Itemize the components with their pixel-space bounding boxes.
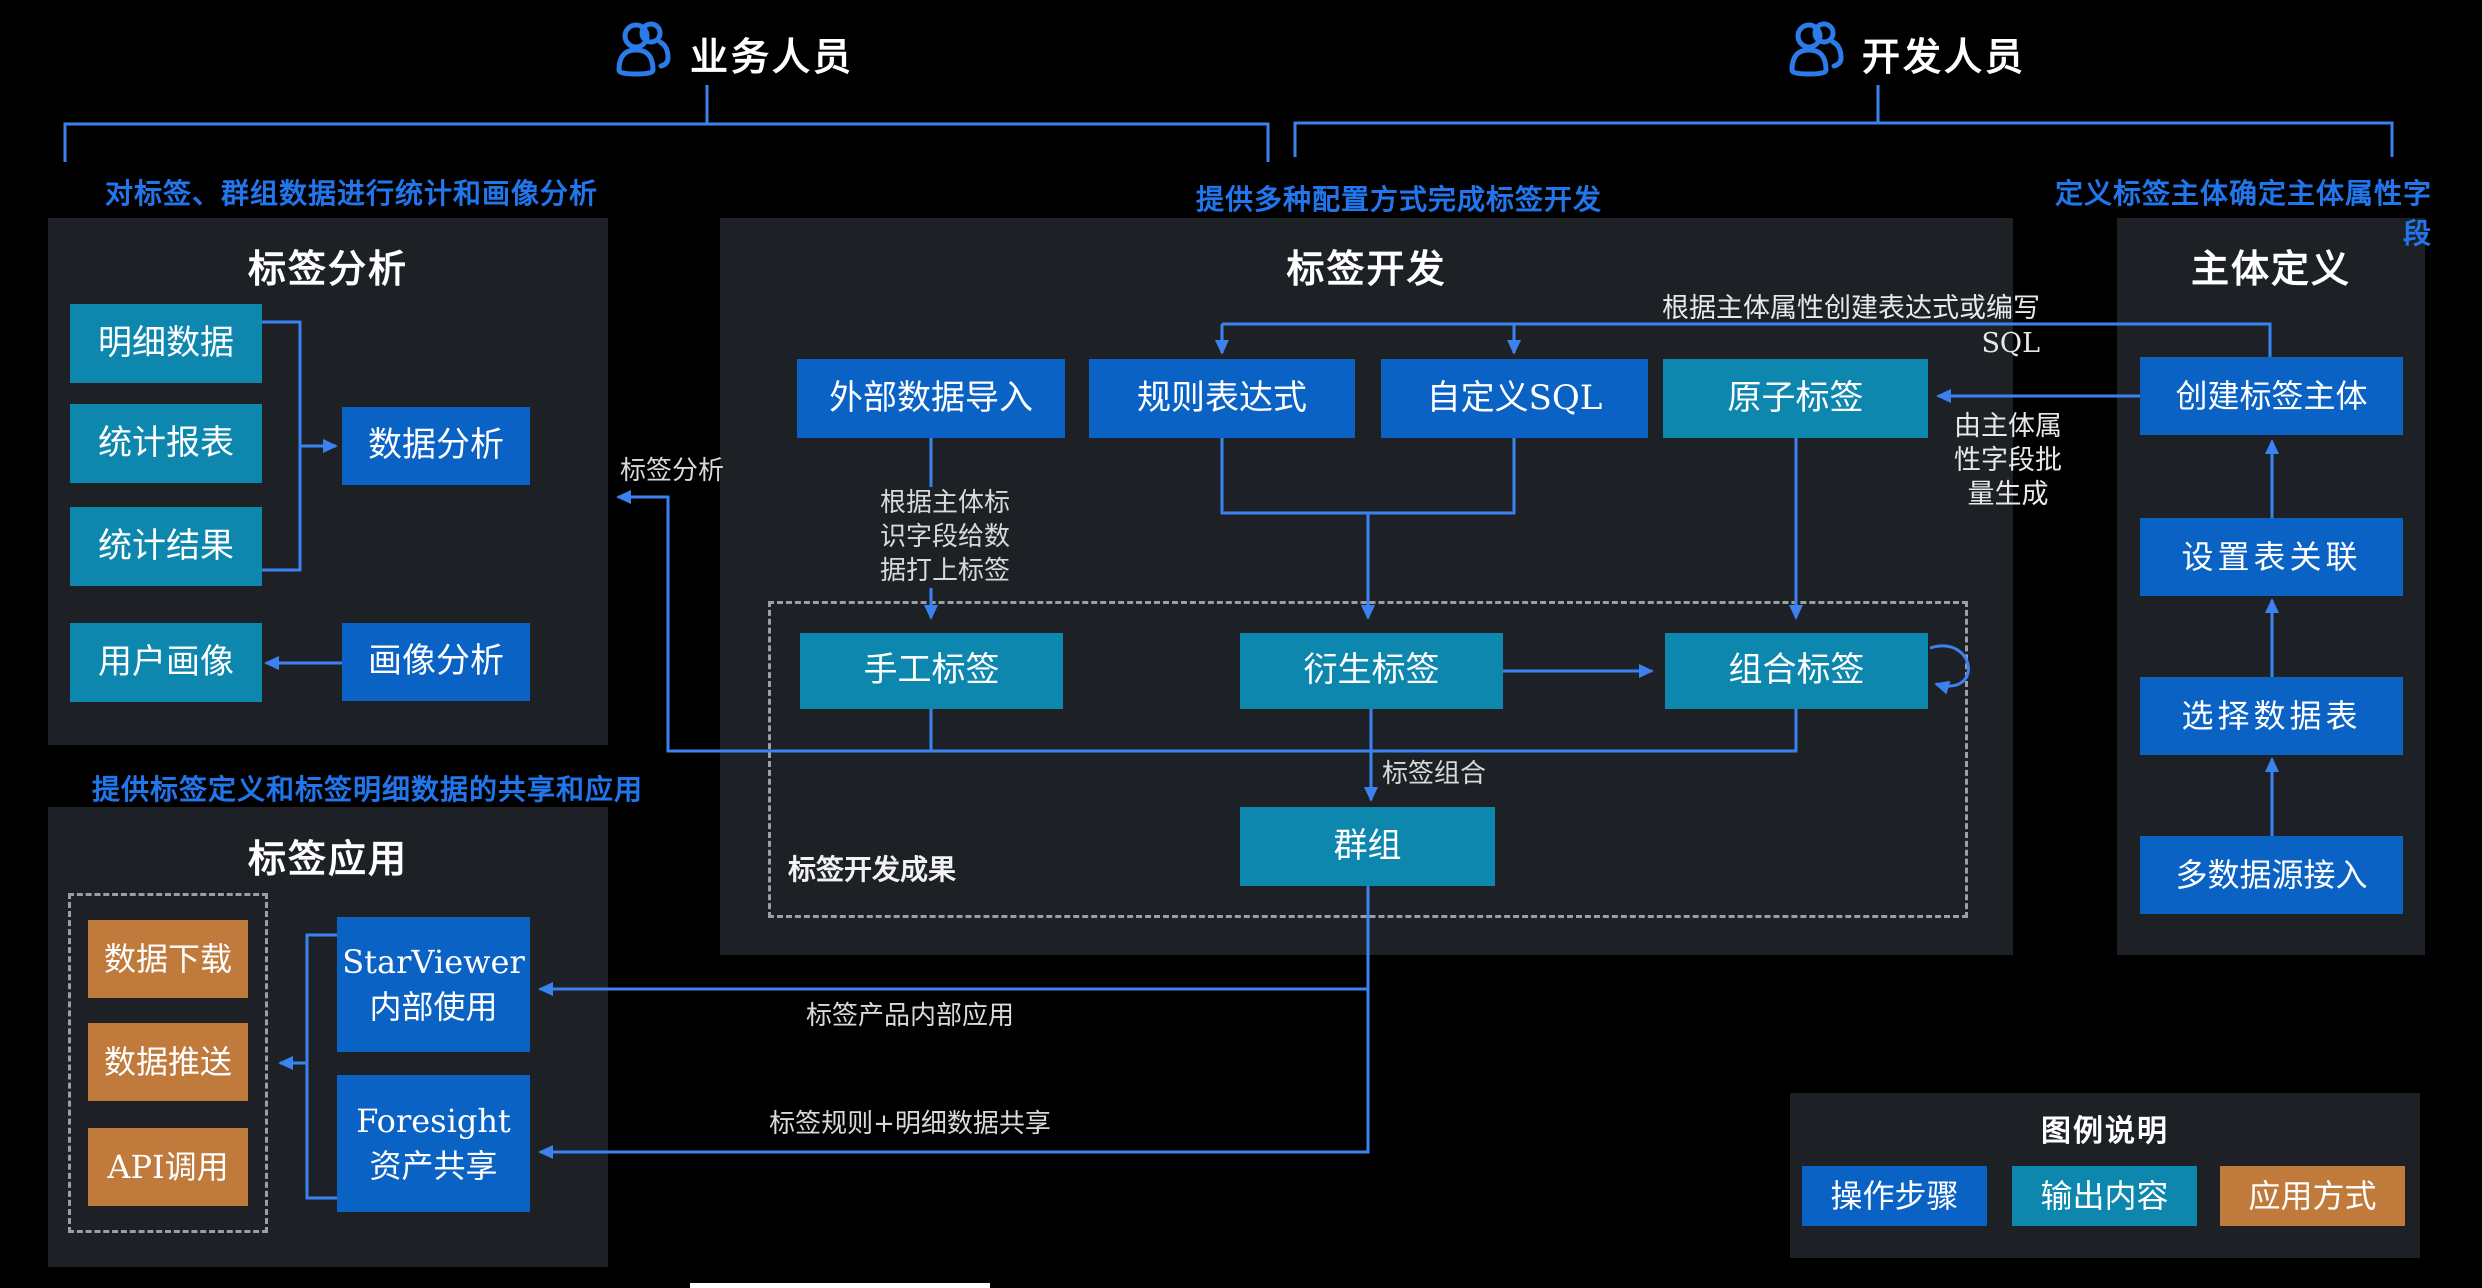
node-foresight-line2: 资产共享: [369, 1146, 498, 1185]
node-starviewer: StarViewer 内部使用: [337, 917, 530, 1052]
title-tag-analysis: 标签分析: [247, 246, 408, 291]
node-create-subject: 创建标签主体: [2140, 357, 2403, 435]
annotation-subject: 定义标签主体确定主体属性字段: [2054, 177, 2432, 250]
bracket-developer: [1293, 85, 2394, 157]
node-external-import: 外部数据导入: [797, 359, 1065, 438]
node-atomic-tag: 原子标签: [1663, 359, 1928, 438]
annotation-development: 提供多种配置方式完成标签开发: [1196, 183, 1603, 216]
node-api-call: API调用: [88, 1128, 248, 1206]
node-starviewer-line1: StarViewer: [342, 942, 525, 981]
node-data-download: 数据下载: [88, 920, 248, 998]
edge-label-tag-by-subject-id: 根据主体标 识字段给数 据打上标签: [862, 487, 1028, 589]
arrow-group-to-foresight: [538, 989, 1370, 1159]
annotation-analysis: 对标签、群组数据进行统计和画像分析: [105, 177, 599, 210]
line-app-bracket: [305, 933, 337, 1200]
legend-item-apply: 应用方式: [2220, 1166, 2405, 1226]
node-set-relation: 设置表关联: [2140, 518, 2403, 596]
arrow-group-to-starviewer: [538, 886, 1370, 996]
dashed-box-apply-methods: [68, 893, 268, 1233]
title-subject-definition: 主体定义: [2190, 246, 2351, 291]
edge-label-rule-share: 标签规则+明细数据共享: [769, 1109, 1051, 1139]
node-custom-sql: 自定义SQL: [1381, 359, 1648, 438]
node-rule-expression: 规则表达式: [1089, 359, 1355, 438]
node-group: 群组: [1240, 807, 1495, 886]
node-derived-tag: 衍生标签: [1240, 633, 1503, 709]
actor-developer-label: 开发人员: [1862, 34, 2027, 79]
node-profile-analysis: 画像分析: [342, 623, 530, 701]
node-select-table: 选择数据表: [2140, 677, 2403, 755]
node-combined-tag: 组合标签: [1665, 633, 1928, 709]
title-tag-application: 标签应用: [247, 836, 408, 881]
annotation-application: 提供标签定义和标签明细数据的共享和应用: [92, 773, 644, 806]
legend-title: 图例说明: [2041, 1114, 2169, 1149]
business-users-icon: [616, 21, 671, 77]
legend-item-step: 操作步骤: [1802, 1166, 1987, 1226]
line-rule-sql-merge: [1220, 438, 1516, 515]
actor-business-label: 业务人员: [690, 34, 855, 79]
node-foresight-line1: Foresight: [356, 1101, 511, 1140]
arrow-outcome-to-analysis: [616, 490, 931, 753]
node-detail-data: 明细数据: [70, 304, 262, 383]
edge-label-tag-analysis: 标签分析: [619, 456, 724, 486]
line-analysis-bracket: [262, 320, 302, 572]
line-subject-to-expr: [1222, 322, 2272, 357]
bottom-edge-artifact: [690, 1283, 990, 1288]
node-stat-result: 统计结果: [70, 507, 262, 586]
label-dev-outcome: 标签开发成果: [788, 853, 957, 886]
developer-users-icon: [1789, 21, 1844, 77]
node-stat-report: 统计报表: [70, 404, 262, 483]
edge-label-create-expr-sql: 根据主体属性创建表达式或编写SQL: [1662, 293, 2040, 360]
node-user-profile: 用户画像: [70, 623, 262, 702]
bracket-business: [63, 85, 1270, 162]
node-starviewer-line2: 内部使用: [369, 987, 498, 1026]
node-data-push: 数据推送: [88, 1023, 248, 1101]
self-loop-combined: [1929, 644, 1970, 695]
legend-item-output: 输出内容: [2012, 1166, 2197, 1226]
line-outcome-merge: [929, 709, 1798, 753]
node-foresight: Foresight 资产共享: [337, 1075, 530, 1212]
title-tag-development: 标签开发: [1286, 246, 1447, 291]
edge-label-batch-generate: 由主体属 性字段批 量生成: [1954, 411, 2062, 510]
edge-label-internal-app: 标签产品内部应用: [805, 1001, 1014, 1031]
node-manual-tag: 手工标签: [800, 633, 1063, 709]
node-multi-source: 多数据源接入: [2140, 836, 2403, 914]
edge-label-tag-combine: 标签组合: [1382, 759, 1487, 789]
node-data-analysis: 数据分析: [342, 407, 530, 485]
